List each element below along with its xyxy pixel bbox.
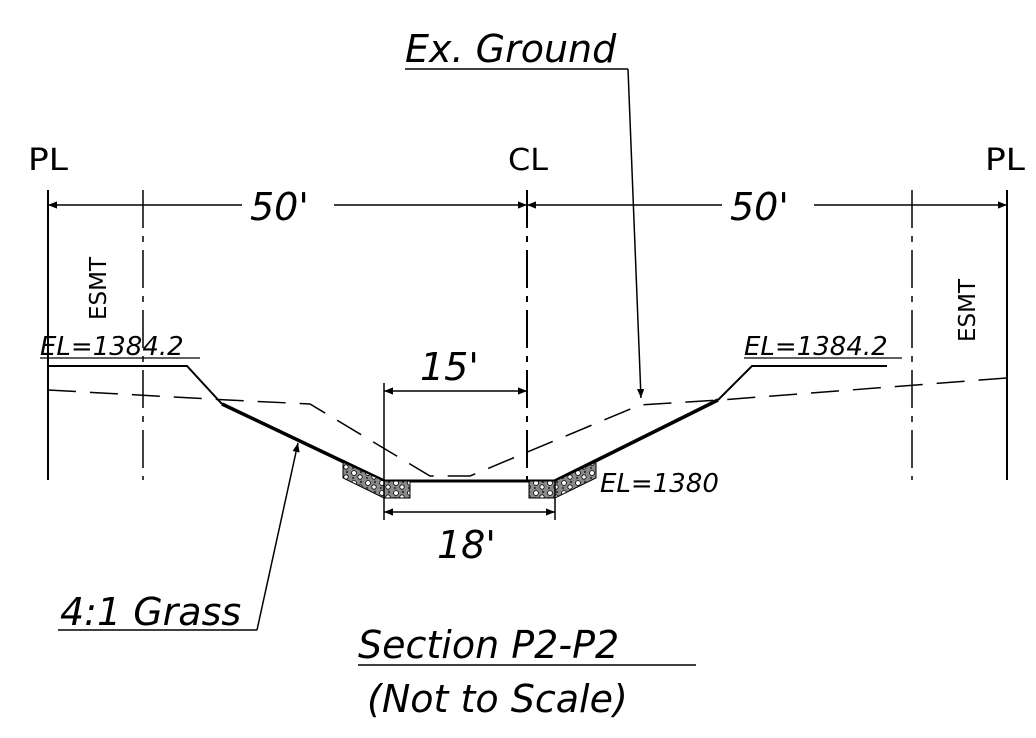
section-title: Section P2-P2 [358,623,619,667]
proposed-section-upper-right [717,365,887,401]
pl-left-symbol: PL [28,143,68,178]
el-bottom-label: EL=1380 [600,469,719,499]
ex-ground-leader [627,68,645,399]
section-note: (Not to Scale) [367,677,628,721]
centerline-symbol: CL [508,143,548,178]
dim-bottom-label: 18' [437,523,496,567]
existing-ground-line [47,377,1008,477]
pl-right-symbol: PL [985,143,1025,178]
grass-slope-right [554,398,719,483]
esmt-right-label: ESMT [955,278,981,342]
ex-ground-label: Ex. Ground [405,27,617,71]
esmt-left-label: ESMT [86,256,112,320]
dim-left-label: 50' [250,185,309,229]
el-right-label: EL=1384.2 [744,332,888,362]
el-left-label: EL=1384.2 [40,332,184,362]
proposed-section-upper-left [48,365,223,405]
grass-label: 4:1 Grass [60,590,241,634]
dim-top-label: 15' [420,345,479,389]
grass-leader [256,442,300,631]
dim-right-label: 50' [730,185,789,229]
